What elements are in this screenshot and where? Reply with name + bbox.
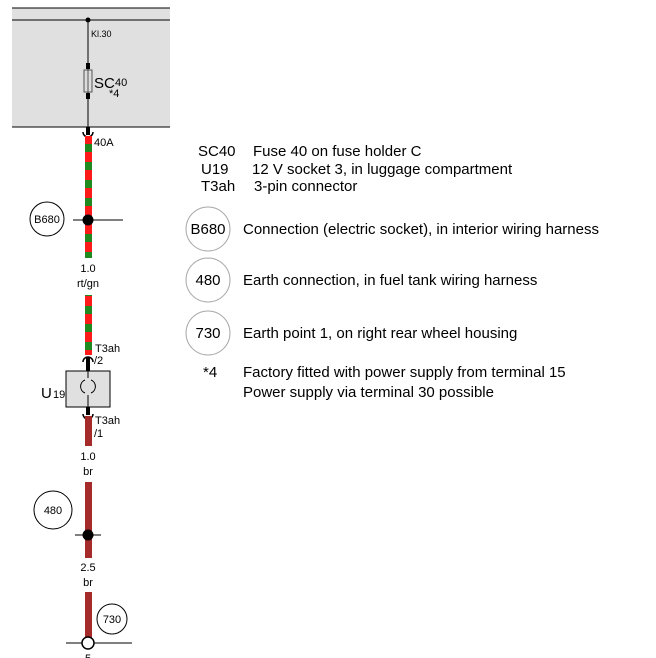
legend-circle bbox=[185, 310, 231, 356]
wire1-color: rt/gn bbox=[77, 278, 99, 290]
b680-label: B680 bbox=[34, 214, 60, 226]
legend-text: Earth connection, in fuel tank wiring ha… bbox=[243, 272, 537, 289]
junction-dot bbox=[82, 529, 94, 541]
wire2-color: br bbox=[83, 466, 93, 478]
wire3-size: 2.5 bbox=[80, 562, 95, 574]
legend-circle bbox=[185, 206, 231, 252]
legend-circle-code: 730 bbox=[195, 325, 220, 342]
b680-circle bbox=[29, 201, 65, 237]
legend-code: U19 bbox=[201, 161, 229, 178]
t3ah-bottom-pin: /1 bbox=[94, 428, 103, 440]
legend-circle-code: 480 bbox=[195, 272, 220, 289]
wire-br-2 bbox=[85, 482, 92, 558]
legend-text: 12 V socket 3, in luggage compartment bbox=[252, 161, 513, 178]
legend-text: 3-pin connector bbox=[254, 178, 357, 195]
wire3-color: br bbox=[83, 577, 93, 589]
t3ah-top-pin: /2 bbox=[94, 355, 103, 367]
rating-label: 40A bbox=[94, 137, 114, 149]
t3ah-top-id: T3ah bbox=[95, 343, 120, 355]
ground-point-icon bbox=[81, 636, 95, 650]
legend-code: SC40 bbox=[198, 143, 236, 160]
p480-label: 480 bbox=[44, 505, 62, 517]
fuse-box: Kl.30 SC 40 *4 bbox=[12, 7, 170, 133]
component-id: U bbox=[41, 385, 52, 402]
component-num: 19 bbox=[53, 389, 65, 401]
legend-circle-code: B680 bbox=[190, 221, 225, 238]
legend-text: Fuse 40 on fuse holder C bbox=[253, 143, 422, 160]
wire-rt-gn-lower bbox=[85, 295, 92, 355]
socket-icon bbox=[80, 379, 86, 394]
wire2-size: 1.0 bbox=[80, 451, 95, 463]
wire-br-3 bbox=[85, 592, 92, 638]
p730-circle bbox=[96, 603, 128, 635]
legend-text: Connection (electric socket), in interio… bbox=[243, 221, 599, 238]
wire-br-1 bbox=[85, 416, 92, 446]
legend-text: Earth point 1, on right rear wheel housi… bbox=[243, 325, 517, 342]
legend-code: T3ah bbox=[201, 178, 235, 195]
junction-dot bbox=[82, 214, 94, 226]
t3ah-bottom-id: T3ah bbox=[95, 415, 120, 427]
fuse-note: *4 bbox=[109, 88, 119, 100]
wire-rt-gn bbox=[85, 136, 92, 258]
fuse-id: SC bbox=[94, 75, 115, 92]
legend-circle bbox=[185, 257, 231, 303]
terminal-label: Kl.30 bbox=[91, 29, 112, 39]
legend: SC40 Fuse 40 on fuse holder C U19 12 V s… bbox=[185, 143, 599, 401]
note-line2: Power supply via terminal 30 possible bbox=[243, 384, 494, 401]
note-line1: Factory fitted with power supply from te… bbox=[243, 364, 566, 381]
wire1-size: 1.0 bbox=[80, 263, 95, 275]
p480-circle bbox=[33, 490, 73, 530]
bottom-ref: 5 bbox=[85, 653, 91, 658]
p730-label: 730 bbox=[103, 614, 121, 626]
fuse-num: 40 bbox=[115, 77, 127, 89]
note-code: *4 bbox=[203, 364, 217, 381]
